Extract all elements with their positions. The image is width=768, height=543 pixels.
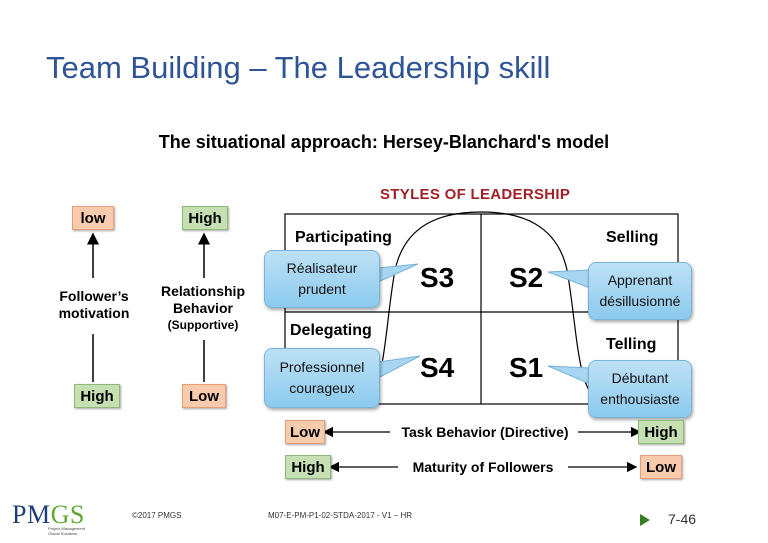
relationship-label: Relationship Behavior (Supportive) xyxy=(148,283,258,334)
callout-s4-line2: courageux xyxy=(289,380,355,396)
callout-s1-pointer xyxy=(547,365,591,385)
quadrant-s4-code: S4 xyxy=(420,352,455,383)
page-number: 7-46 xyxy=(668,511,697,527)
relationship-low-box: Low xyxy=(182,384,226,408)
next-arrow-icon xyxy=(640,514,650,526)
callout-s2-line1: Apprenant xyxy=(607,272,673,288)
motivation-label-line2: motivation xyxy=(58,305,130,321)
callout-s3-line2: prudent xyxy=(298,281,346,297)
footer-copyright: ©2017 PMGS xyxy=(132,511,182,520)
pmgs-logo: PMGS xyxy=(12,500,85,530)
callout-s4-pointer xyxy=(377,355,421,379)
callout-s3: Réalisateur prudent xyxy=(264,250,380,308)
logo-tagline: Project Management Global Solutions xyxy=(48,526,85,536)
callout-s3-pointer xyxy=(377,263,419,283)
task-low-box: Low xyxy=(285,420,325,444)
relationship-label-line2: Behavior xyxy=(173,300,233,316)
motivation-label: Follower’s motivation xyxy=(44,288,144,322)
callout-s1-line1: Débutant xyxy=(611,370,669,386)
maturity-low-box: Low xyxy=(640,455,682,479)
maturity-label: Maturity of Followers xyxy=(412,459,554,475)
slide-subtitle: The situational approach: Hersey-Blancha… xyxy=(158,132,610,152)
quadrant-s3-code: S3 xyxy=(420,262,455,293)
quadrant-selling-label: Selling xyxy=(606,229,659,246)
logo-main-text: PM xyxy=(12,500,51,529)
quadrant-participating-label: Participating xyxy=(295,229,392,246)
logo-accent-text: GS xyxy=(50,500,85,529)
relationship-high-box: High xyxy=(182,206,228,230)
motivation-low-box: low xyxy=(72,206,114,230)
bell-curve xyxy=(364,211,601,401)
callout-s4: Professionnel courageux xyxy=(264,348,380,408)
quadrant-s1-code: S1 xyxy=(509,352,544,383)
quadrant-delegating-label: Delegating xyxy=(290,322,372,339)
quadrant-telling-label: Telling xyxy=(606,336,657,353)
callout-s2-line2: désillusionné xyxy=(599,293,681,309)
maturity-high-box: High xyxy=(285,455,331,479)
callout-s2: Apprenant désillusionné xyxy=(588,262,692,320)
relationship-label-line1: Relationship xyxy=(160,283,245,299)
callout-s1: Débutant enthousiaste xyxy=(588,360,692,418)
quadrant-s2-code: S2 xyxy=(509,262,544,293)
task-high-box: High xyxy=(638,420,684,444)
callout-s4-line1: Professionnel xyxy=(279,359,365,375)
motivation-label-line1: Follower’s xyxy=(59,288,129,304)
styles-heading: STYLES OF LEADERSHIP xyxy=(380,186,571,203)
task-behavior-label: Task Behavior (Directive) xyxy=(401,424,569,440)
slide-title: Team Building – The Leadership skill xyxy=(46,50,551,85)
footer-reference: M07-E-PM-P1-02-STDA-2017 - V1 – HR xyxy=(268,511,413,520)
relationship-label-line3: (Supportive) xyxy=(167,318,239,332)
motivation-high-box: High xyxy=(74,384,120,408)
callout-s3-line1: Réalisateur xyxy=(286,260,358,276)
callout-s1-line2: enthousiaste xyxy=(600,391,680,407)
